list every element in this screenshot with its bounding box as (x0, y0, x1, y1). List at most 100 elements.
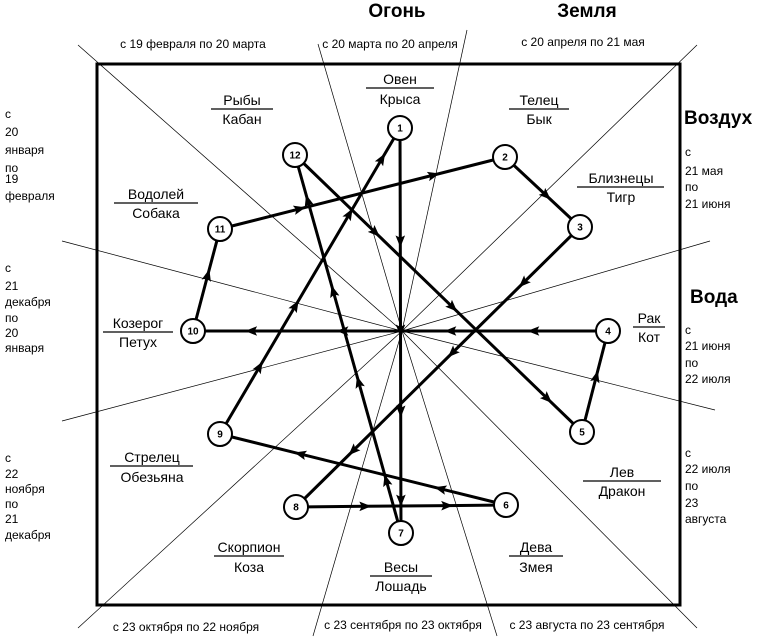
svg-text:декабря: декабря (5, 528, 51, 542)
node-circle (569, 419, 595, 445)
svg-text:22: 22 (5, 467, 19, 481)
svg-text:по: по (685, 479, 698, 493)
svg-text:января: января (5, 143, 44, 157)
node-circle (180, 318, 206, 344)
node-number: 6 (503, 501, 509, 512)
svg-text:21: 21 (5, 512, 19, 526)
sign-gemini: Близнецы (588, 170, 653, 186)
svg-text:по: по (5, 311, 18, 325)
svg-text:августа: августа (685, 512, 727, 526)
animal-snake: Змея (519, 559, 552, 575)
sign-aries: Овен (383, 71, 417, 87)
node-circle (492, 144, 518, 170)
svg-text:22 июля: 22 июля (685, 462, 731, 476)
range-bottom-left: с 23 октября по 22 ноября (113, 620, 259, 634)
sign-pisces: Рыбы (223, 92, 260, 108)
range-right-upper: с 21 мая по 21 июня (685, 145, 731, 211)
svg-text:января: января (5, 341, 44, 355)
arrow-8-to-6 (295, 500, 507, 512)
svg-text:по: по (5, 497, 18, 511)
svg-text:23: 23 (685, 496, 699, 510)
svg-text:по: по (685, 356, 698, 370)
node-number: 10 (187, 327, 199, 338)
node-number: 12 (289, 151, 301, 162)
svg-text:21 июня: 21 июня (685, 339, 731, 353)
animal-monkey: Обезьяна (120, 469, 183, 485)
animal-goat: Коза (234, 559, 264, 575)
range-top-center: с 20 марта по 20 апреля (322, 37, 458, 51)
node-number: 9 (217, 430, 223, 441)
arrow-2-to-3 (503, 155, 582, 229)
svg-text:21 июня: 21 июня (685, 197, 731, 211)
element-fire: Огонь (368, 1, 425, 22)
node-number: 11 (215, 225, 226, 236)
element-air: Воздух (684, 108, 753, 129)
arrow-5-to-4 (580, 330, 610, 433)
node-2: 2 (492, 144, 518, 170)
node-4: 4 (595, 318, 621, 344)
range-bottom-right: с 23 августа по 23 сентября (509, 618, 664, 632)
svg-text:20: 20 (5, 326, 19, 340)
svg-text:с: с (685, 323, 691, 337)
svg-text:по: по (5, 161, 18, 175)
svg-text:21: 21 (5, 279, 19, 293)
range-left-middle: с 21 декабря по 20 января (5, 261, 51, 355)
svg-text:с: с (685, 446, 691, 460)
animal-rooster: Петух (119, 334, 157, 350)
node-circle (387, 115, 413, 141)
outer-frame (95, 62, 682, 607)
node-circle (595, 318, 621, 344)
svg-text:с: с (685, 145, 691, 159)
node-circle (493, 492, 519, 518)
node-10: 10 (180, 318, 206, 344)
animal-tiger: Тигр (607, 189, 636, 205)
animal-dog: Собака (132, 205, 180, 221)
svg-text:ноября: ноября (5, 482, 45, 496)
node-12: 12 (282, 142, 308, 168)
sign-scorpio: Скорпион (218, 539, 281, 555)
range-right-middle: с 21 июня по 22 июля (685, 323, 731, 386)
arrow-12-to-5 (293, 153, 584, 434)
node-circle (207, 216, 233, 242)
animal-horse: Лошадь (375, 578, 426, 594)
svg-text:с: с (5, 261, 11, 275)
svg-text:февраля: февраля (5, 189, 55, 203)
range-bottom-center: с 23 сентября по 23 октября (324, 618, 482, 632)
node-circle (283, 494, 309, 520)
animal-ox: Бык (526, 111, 552, 127)
connection-arrows (191, 127, 610, 534)
animal-rat: Крыса (380, 91, 421, 107)
sign-sagittarius: Стрелец (124, 449, 180, 465)
node-11: 11 (207, 216, 233, 242)
sign-capricorn: Козерог (113, 315, 164, 331)
arrow-10-to-11 (191, 228, 222, 332)
animal-cat: Кот (638, 329, 661, 345)
node-circle (567, 214, 593, 240)
sign-cancer: Рак (638, 310, 662, 326)
svg-text:21 мая: 21 мая (685, 164, 723, 178)
node-number: 8 (293, 503, 299, 514)
range-right-lower: с 22 июля по 23 августа (685, 446, 731, 526)
sign-taurus: Телец (519, 92, 558, 108)
svg-text:20: 20 (5, 125, 19, 139)
node-number: 3 (577, 223, 583, 234)
node-number: 4 (605, 327, 611, 338)
range-left-lower: с 22 ноября по 21 декабря (5, 451, 51, 542)
sign-aquarius: Водолей (128, 186, 184, 202)
svg-text:по: по (685, 180, 698, 194)
range-top-left: с 19 февраля по 20 марта (120, 37, 266, 51)
node-8: 8 (283, 494, 309, 520)
arrow-7-to-12 (293, 154, 403, 534)
node-number: 7 (398, 529, 404, 540)
range-left-upper: с 20 января по 19 февраля (5, 107, 55, 203)
svg-text:19: 19 (5, 172, 19, 186)
node-6: 6 (493, 492, 519, 518)
sign-virgo: Дева (520, 539, 553, 555)
sign-underlines (103, 87, 665, 577)
svg-text:декабря: декабря (5, 295, 51, 309)
node-5: 5 (569, 419, 595, 445)
animal-dragon: Дракон (599, 483, 646, 499)
svg-text:с: с (5, 107, 11, 121)
